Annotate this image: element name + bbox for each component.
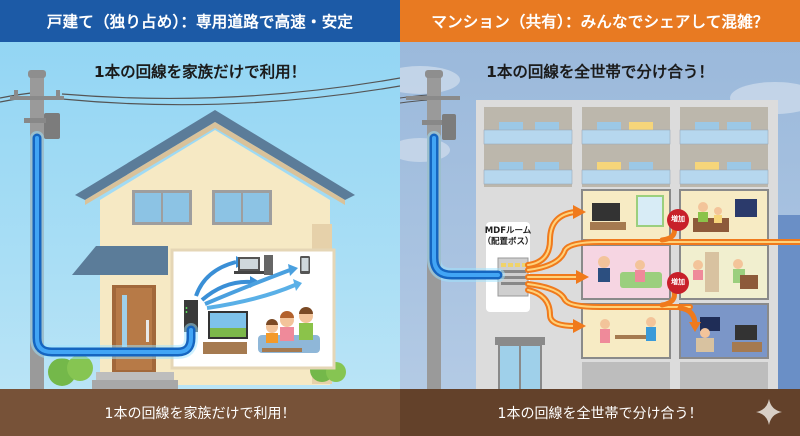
apartment-panel: マンション（共有）：みんなでシェアして混雑？ 1本の回線を全世帯で分け合う！ M…	[400, 0, 800, 436]
apartment-unit	[581, 244, 671, 300]
detached-house-panel: 戸建て（独り占め）：専用道路で高速・安定 1本の回線を家族だけで利用！ 1本の回…	[0, 0, 400, 436]
tv-icon	[203, 311, 248, 354]
left-footer: 1本の回線を家族だけで利用！	[0, 389, 400, 436]
apartment-unit	[581, 189, 671, 241]
mdf-label-line2: （配置ボス）	[482, 237, 534, 247]
detached-house-illustration	[0, 70, 400, 392]
fiber-cable-icon	[427, 131, 505, 282]
right-header: マンション（共有）：みんなでシェアして混雑？	[400, 0, 800, 42]
mdf-label-line1: MDFルーム	[484, 226, 532, 236]
fiber-cable-icon	[30, 131, 198, 359]
smartphone-icon	[300, 256, 310, 274]
left-subtitle: 1本の回線を家族だけで利用！	[93, 63, 307, 81]
increase-badge-icon	[667, 209, 689, 294]
right-footer: 1本の回線を全世帯で分け合う！	[400, 389, 800, 436]
laptop-icon	[234, 257, 264, 274]
right-subtitle: 1本の回線を全世帯で分け合う！	[486, 63, 714, 81]
increase-badge-2: 増加	[671, 278, 685, 286]
apartment-building-icon	[476, 100, 778, 391]
increase-badge-1: 増加	[671, 215, 685, 223]
apartment-illustration	[400, 66, 800, 391]
sparkle-icon	[756, 399, 782, 425]
left-header: 戸建て（独り占め）：専用道路で高速・安定	[0, 0, 400, 42]
living-room	[170, 248, 336, 370]
desktop-pc-icon	[264, 255, 273, 275]
apartment-unit	[679, 244, 769, 300]
apartment-unit	[679, 189, 769, 241]
apartment-unit	[581, 303, 671, 359]
family-icon	[258, 307, 320, 353]
mdf-label: MDFルーム （配置ボス）	[480, 226, 536, 248]
